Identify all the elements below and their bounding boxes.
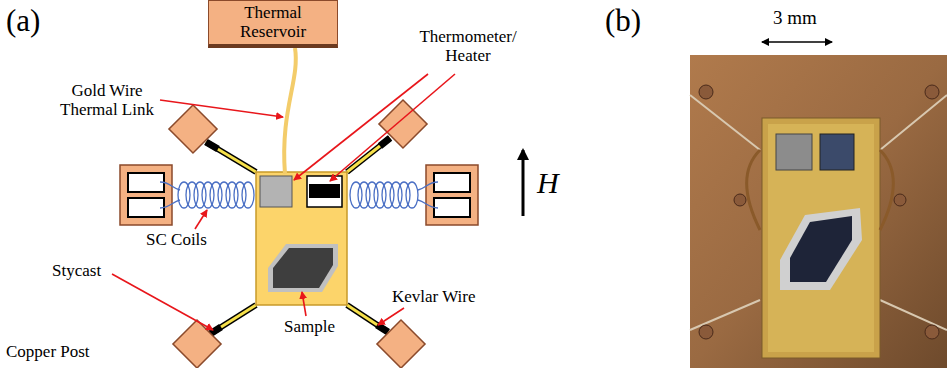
copper-post — [169, 105, 217, 153]
sc-coil — [418, 182, 438, 190]
leader-arrow — [294, 74, 428, 180]
sample-platform — [268, 244, 338, 292]
copper-post — [120, 165, 172, 225]
kevlar-wire — [206, 142, 256, 172]
part-label: Kevlar Wire — [392, 288, 476, 307]
scale-bar — [762, 41, 832, 43]
leader-arrow — [302, 292, 306, 316]
sample-platform — [260, 176, 292, 207]
stycast — [210, 327, 221, 334]
part-label: Sample — [284, 318, 335, 337]
photo — [762, 118, 880, 358]
kevlar-wire — [347, 305, 388, 332]
part-label: Gold Wire Thermal Link — [52, 82, 162, 119]
coil-terminal — [434, 198, 470, 217]
kevlar-wire — [210, 305, 256, 334]
part-label: Thermometer/ Heater — [402, 28, 534, 65]
gold-wire — [284, 48, 296, 174]
photo — [776, 134, 812, 170]
box-label: Thermal Reservoir — [223, 4, 323, 41]
copper-post — [426, 165, 478, 225]
part-label: Stycast — [52, 262, 101, 281]
sc-coil — [160, 182, 180, 190]
sc-coil — [406, 182, 418, 208]
leader-arrow — [112, 274, 213, 330]
sc-coil — [418, 200, 438, 208]
sample-platform — [307, 176, 342, 207]
leader-arrow — [378, 308, 404, 325]
copper-post — [377, 320, 425, 368]
photo — [768, 124, 874, 352]
photo — [894, 194, 906, 206]
stycast — [377, 325, 388, 332]
photo — [699, 85, 713, 99]
photo — [780, 208, 862, 290]
kevlar-wire — [347, 305, 388, 332]
field-arrow — [522, 150, 525, 216]
photo — [790, 216, 852, 282]
kevlar-wire — [206, 142, 256, 172]
photo — [690, 55, 947, 368]
sample-platform — [309, 184, 340, 198]
sample-platform — [256, 172, 347, 305]
panel-label: (a) — [6, 4, 40, 38]
photo — [734, 194, 746, 206]
copper-post — [173, 320, 221, 368]
kevlar-wire — [347, 138, 390, 172]
photo — [747, 150, 893, 230]
field-label: H — [537, 166, 559, 199]
copper-post — [120, 100, 478, 368]
photo — [820, 134, 854, 170]
coil-terminal — [128, 198, 164, 217]
reservoir-box: Thermal Reservoir — [208, 0, 338, 48]
sample-platform — [273, 248, 333, 288]
photo — [699, 325, 713, 339]
kevlar-wire — [206, 138, 390, 334]
part-label: SC Coils — [146, 231, 207, 250]
photo — [925, 325, 939, 339]
sc-coil — [242, 182, 254, 208]
part-label: Copper Post — [6, 343, 90, 362]
photo — [690, 55, 947, 368]
kevlar-wire — [210, 305, 256, 334]
scale-label: 3 mm — [773, 8, 817, 29]
leader-arrow — [195, 210, 207, 229]
kevlar-wire — [347, 138, 390, 172]
coil-terminal — [128, 173, 164, 192]
coil-terminal — [434, 173, 470, 192]
stycast — [206, 142, 218, 149]
stycast — [380, 138, 390, 146]
sample-platform — [256, 172, 347, 305]
sc-coil — [160, 200, 180, 208]
leader-arrow — [160, 100, 283, 117]
stycast — [206, 138, 390, 334]
panel-label: (b) — [605, 4, 641, 38]
leader-arrow — [330, 74, 455, 181]
photo — [925, 85, 939, 99]
